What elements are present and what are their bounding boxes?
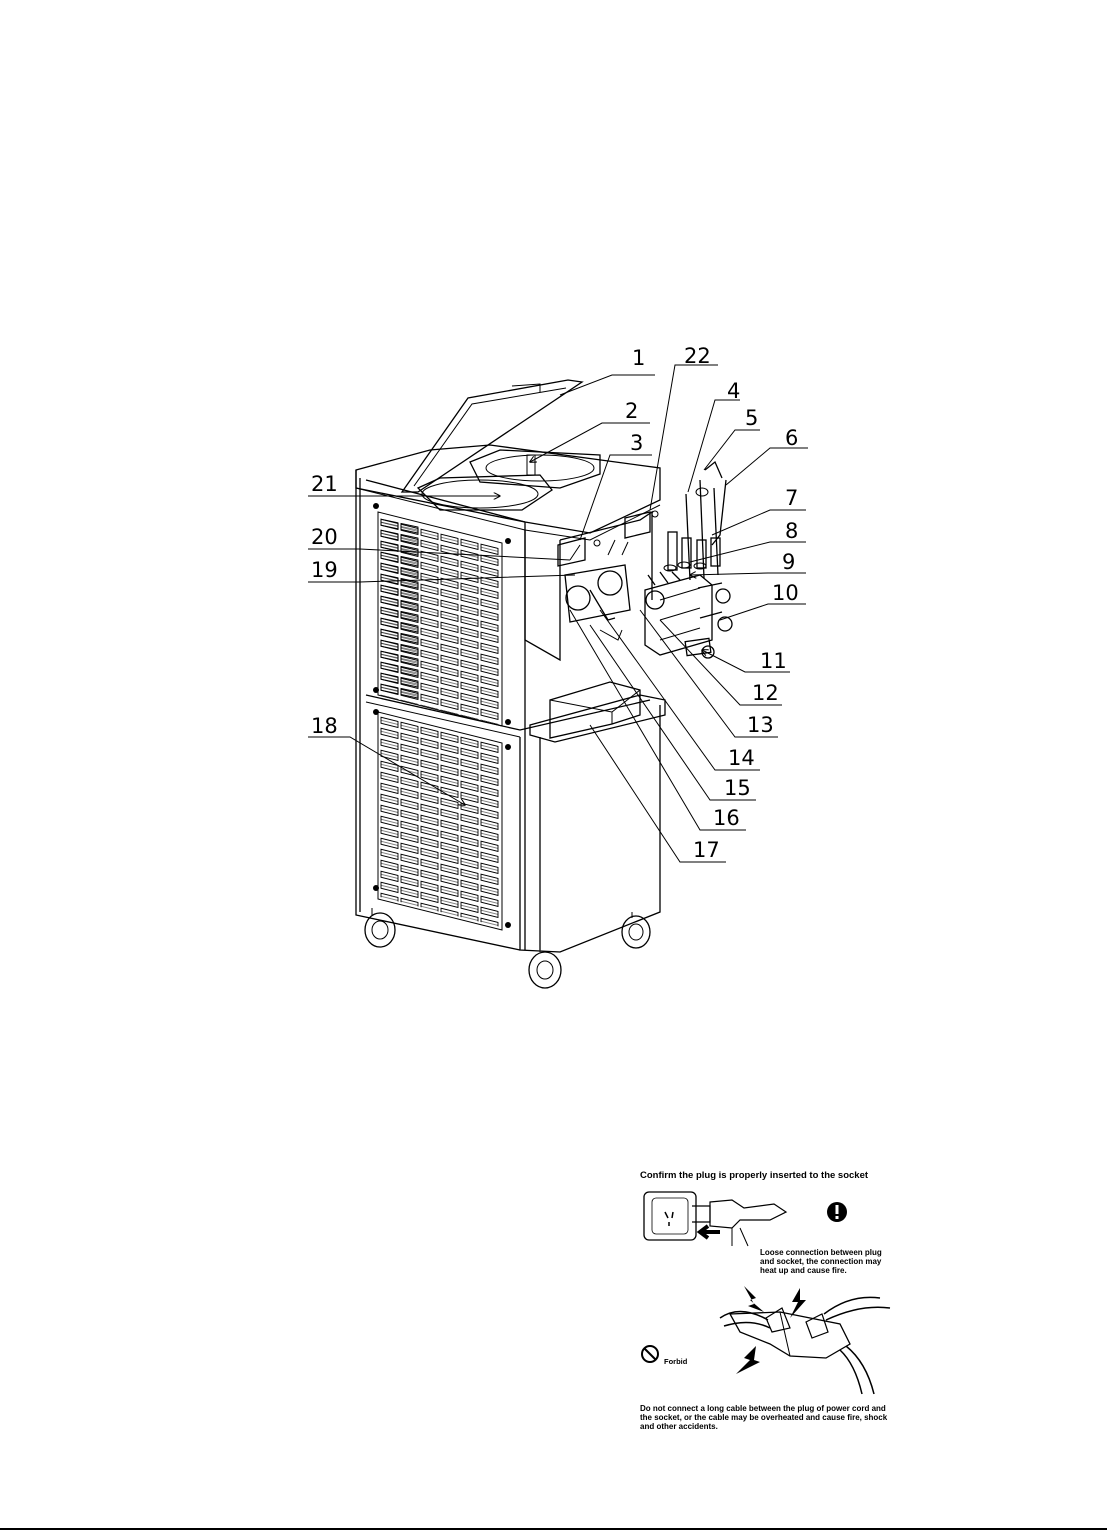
callout-1: 1 — [632, 346, 645, 370]
callout-3: 3 — [630, 431, 643, 455]
callout-5: 5 — [745, 406, 758, 430]
upper-louver — [380, 515, 500, 725]
callout-22: 22 — [684, 344, 711, 368]
callout-9: 9 — [782, 550, 795, 574]
forbid-label: Forbid — [664, 1357, 688, 1366]
lightning-icon — [744, 1286, 764, 1312]
callout-13: 13 — [747, 713, 774, 737]
exploded-valve-assembly — [644, 561, 733, 659]
callout-16: 16 — [713, 806, 740, 830]
plug-illustration — [643, 1191, 847, 1247]
callout-7: 7 — [785, 486, 798, 510]
callout-6: 6 — [785, 426, 798, 450]
callout-21: 21 — [311, 472, 338, 496]
callout-18: 18 — [311, 714, 338, 738]
page-bottom-rule — [0, 1528, 1107, 1530]
levers-and-rods — [667, 460, 727, 581]
callout-12: 12 — [752, 681, 779, 705]
callout-20: 20 — [311, 525, 338, 549]
rivets — [373, 503, 511, 928]
callout-8: 8 — [785, 519, 798, 543]
prohibition-icon — [641, 1345, 659, 1363]
safety-title: Confirm the plug is properly inserted to… — [640, 1170, 869, 1181]
dispensing-head — [564, 539, 631, 641]
left-arrow-icon — [696, 1224, 720, 1240]
callout-11: 11 — [760, 649, 787, 673]
lightning-icon — [736, 1346, 760, 1374]
control-panels — [557, 510, 659, 567]
callout-19: 19 — [311, 558, 338, 582]
safety-footer: Do not connect a long cable between the … — [640, 1404, 888, 1431]
exclamation-circle-icon — [827, 1202, 847, 1222]
callout-17: 17 — [693, 838, 720, 862]
lower-louver — [380, 715, 500, 927]
safety-instruction: Confirm the plug is properly inserted to… — [640, 1168, 900, 1438]
callout-14: 14 — [728, 746, 755, 770]
callout-4: 4 — [727, 379, 740, 403]
callout-15: 15 — [724, 776, 751, 800]
leader-lines — [308, 364, 808, 863]
callout-labels: 1 22 2 3 4 5 6 7 8 9 10 11 12 13 14 15 1… — [311, 344, 799, 862]
loose-connection-warning: Loose connection between plug and socket… — [760, 1248, 882, 1275]
lightning-icon — [790, 1288, 806, 1318]
hoppers — [416, 449, 601, 511]
callout-2: 2 — [625, 399, 638, 423]
casters — [364, 908, 651, 989]
machine-body — [355, 444, 666, 953]
hopper-lid — [400, 379, 584, 493]
power-strip-illustration — [641, 1286, 891, 1395]
callout-10: 10 — [772, 581, 799, 605]
